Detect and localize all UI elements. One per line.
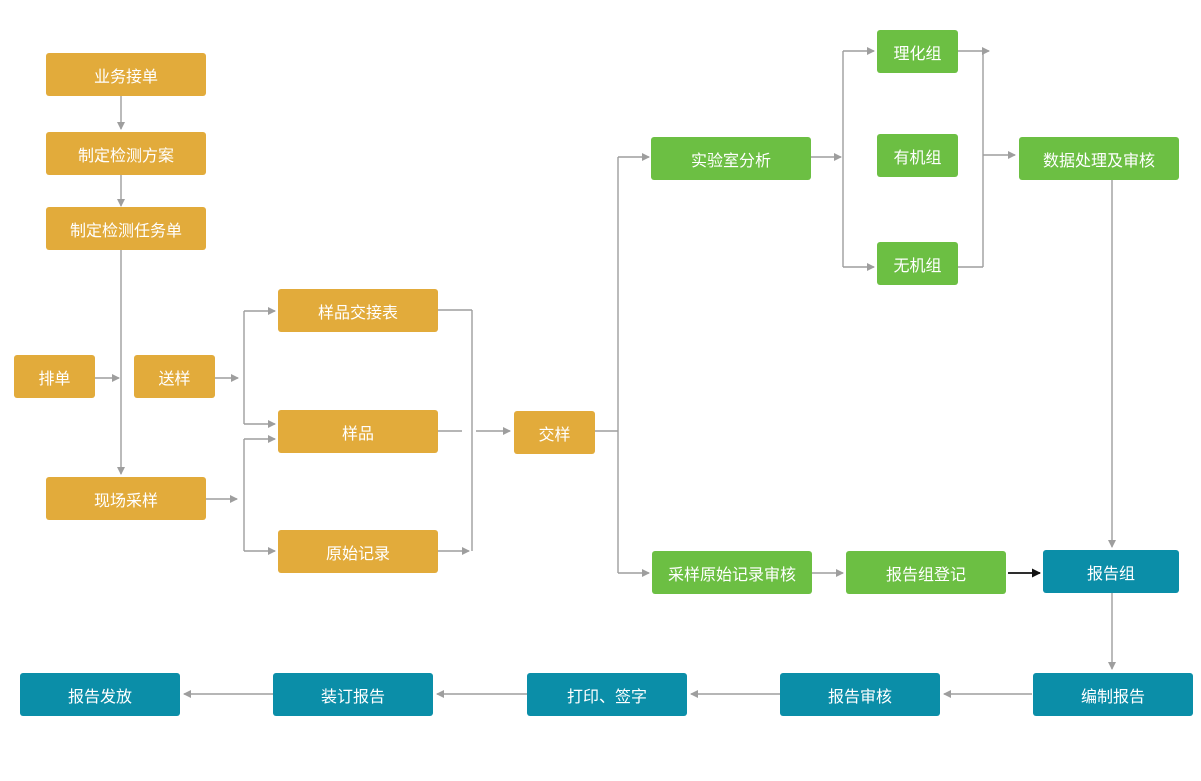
node-test-plan: 制定检测方案 bbox=[46, 132, 206, 175]
node-business-order: 业务接单 bbox=[46, 53, 206, 96]
node-issue-report: 报告发放 bbox=[20, 673, 180, 716]
node-report-group-register: 报告组登记 bbox=[846, 551, 1006, 594]
node-physchem-group: 理化组 bbox=[877, 30, 958, 73]
node-scheduling: 排单 bbox=[14, 355, 95, 398]
node-sampling-record-review: 采样原始记录审核 bbox=[652, 551, 812, 594]
node-bind-report: 装订报告 bbox=[273, 673, 433, 716]
node-lab-analysis: 实验室分析 bbox=[651, 137, 811, 180]
node-original-record: 原始记录 bbox=[278, 530, 438, 573]
node-inorganic-group: 无机组 bbox=[877, 242, 958, 285]
node-organic-group: 有机组 bbox=[877, 134, 958, 177]
node-handover: 交样 bbox=[514, 411, 595, 454]
node-print-sign: 打印、签字 bbox=[527, 673, 687, 716]
node-task-sheet: 制定检测任务单 bbox=[46, 207, 206, 250]
node-sample: 样品 bbox=[278, 410, 438, 453]
node-sample-delivery: 送样 bbox=[134, 355, 215, 398]
node-onsite-sampling: 现场采样 bbox=[46, 477, 206, 520]
node-report-group: 报告组 bbox=[1043, 550, 1179, 593]
node-compile-report: 编制报告 bbox=[1033, 673, 1193, 716]
node-data-processing: 数据处理及审核 bbox=[1019, 137, 1179, 180]
node-report-review: 报告审核 bbox=[780, 673, 940, 716]
node-sample-handover-form: 样品交接表 bbox=[278, 289, 438, 332]
